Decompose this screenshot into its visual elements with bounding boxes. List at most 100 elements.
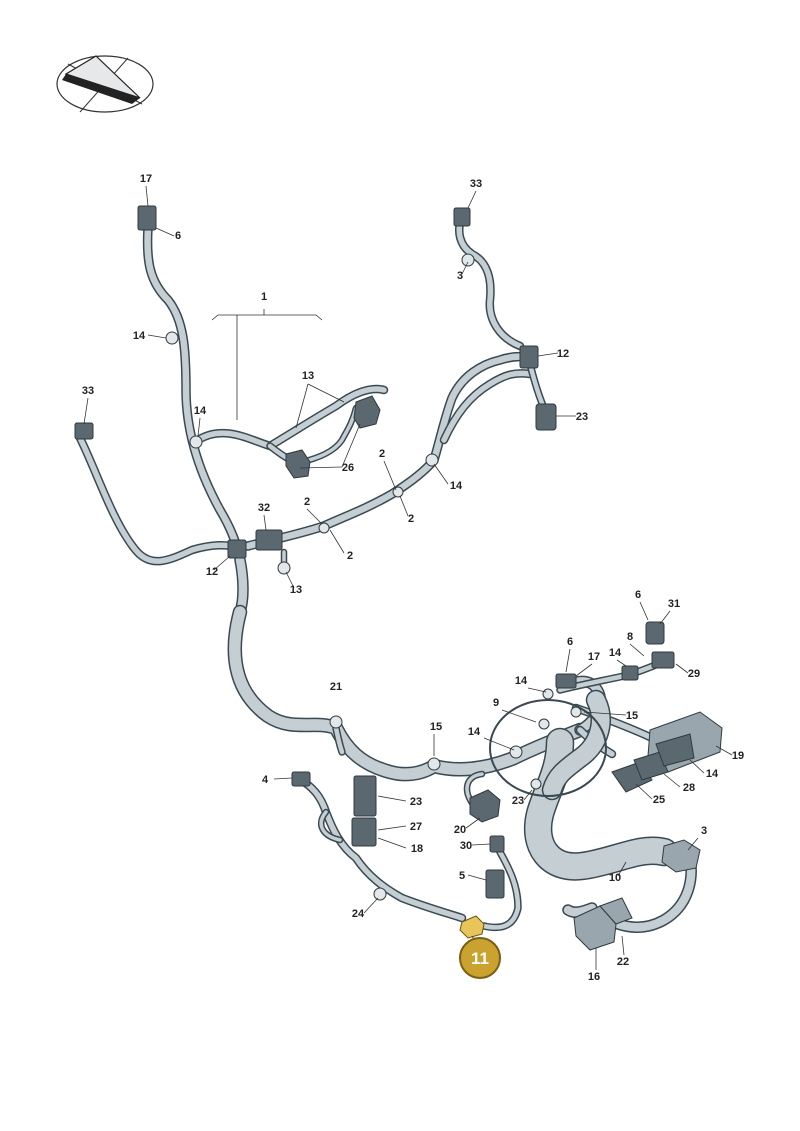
leader-line [617, 861, 627, 877]
clip [427, 757, 441, 771]
part-label: 9 [493, 697, 499, 709]
part-label: 29 [688, 668, 700, 680]
clip [538, 718, 550, 730]
connector [645, 621, 665, 645]
connector [655, 733, 695, 767]
part-label: 14 [706, 768, 719, 780]
leader-line [575, 663, 593, 677]
part-label: 20 [454, 824, 466, 836]
clip [277, 561, 291, 575]
leader-line [689, 759, 705, 774]
leader-line [715, 745, 733, 756]
part-label: 15 [626, 710, 638, 722]
leader-line [467, 874, 487, 881]
leader-line [565, 648, 571, 673]
part-label: 19 [732, 750, 744, 762]
leader-line [377, 825, 407, 831]
connector [485, 869, 505, 899]
leader-line [307, 383, 345, 403]
leader-line [377, 795, 407, 802]
clip [165, 331, 179, 345]
part-label: 2 [408, 513, 414, 525]
leader-line [273, 777, 293, 780]
part-label: 23 [576, 411, 588, 423]
part-label: 6 [635, 589, 641, 601]
wire-fill [195, 386, 387, 449]
wire-fill [613, 853, 696, 932]
part-label: 2 [379, 448, 385, 460]
clip [530, 778, 542, 790]
wire-fill [300, 406, 358, 464]
clip [318, 522, 330, 534]
part-label: 4 [262, 774, 269, 786]
leader-line [621, 935, 625, 956]
connector [453, 207, 471, 227]
leader-line [399, 495, 409, 517]
leader-line [306, 508, 323, 525]
leader-line [583, 711, 627, 716]
leader-line [341, 423, 361, 468]
leader-line [687, 837, 699, 851]
part-label: 16 [588, 971, 600, 983]
clip [392, 486, 404, 498]
clip [425, 453, 439, 467]
part-label: 23 [512, 795, 524, 807]
leader-line [461, 261, 469, 275]
part-label: 25 [653, 794, 665, 806]
clip [509, 745, 523, 759]
wire-fill [441, 370, 533, 443]
part-label: 14 [133, 330, 146, 342]
wire-fill [563, 903, 597, 917]
leader-line [635, 783, 653, 800]
wire-fill [481, 849, 521, 930]
part-label: 14 [515, 675, 528, 687]
connector [621, 665, 639, 681]
connector [469, 789, 501, 823]
group-bracket [211, 309, 323, 420]
wire-fill [144, 224, 244, 564]
connector [255, 529, 283, 551]
connector [535, 403, 557, 431]
leader-line [629, 643, 645, 657]
part-label: 30 [460, 840, 472, 852]
part-label: 14 [450, 480, 463, 492]
wire-fill [301, 779, 465, 921]
leader-line [383, 460, 397, 491]
connector [599, 897, 633, 925]
part-label: 14 [194, 405, 207, 417]
connector [137, 205, 157, 231]
leader-line [83, 397, 89, 425]
part-label: 22 [617, 956, 629, 968]
clip [189, 435, 203, 449]
connectors [74, 205, 723, 951]
part-label: 15 [430, 721, 442, 733]
part-label: 28 [683, 782, 695, 794]
leader-line [483, 737, 515, 751]
wire-fill [543, 691, 610, 799]
clip [461, 253, 475, 267]
clip [329, 715, 343, 729]
harness-wires [75, 211, 697, 933]
part-label: 14 [609, 647, 622, 659]
leader-line [295, 383, 309, 429]
part-label: 26 [342, 462, 354, 474]
leader-line [213, 555, 231, 571]
leader-line [433, 463, 449, 485]
connector [519, 345, 539, 369]
part-label: 12 [206, 566, 218, 578]
highlighted-part-11 [459, 915, 485, 939]
connector [633, 751, 669, 781]
wire-outline [142, 223, 245, 565]
leader-line [147, 334, 167, 339]
leader-line [523, 789, 533, 801]
part-label: 2 [347, 550, 353, 562]
clip [542, 688, 554, 700]
leader-line [537, 352, 559, 357]
connector [353, 775, 377, 817]
wire-fill [333, 725, 345, 755]
part-label: 14 [468, 726, 481, 738]
part-number-badge: 11 [459, 935, 501, 979]
part-label: 6 [175, 230, 181, 242]
part-label: 33 [470, 178, 482, 190]
